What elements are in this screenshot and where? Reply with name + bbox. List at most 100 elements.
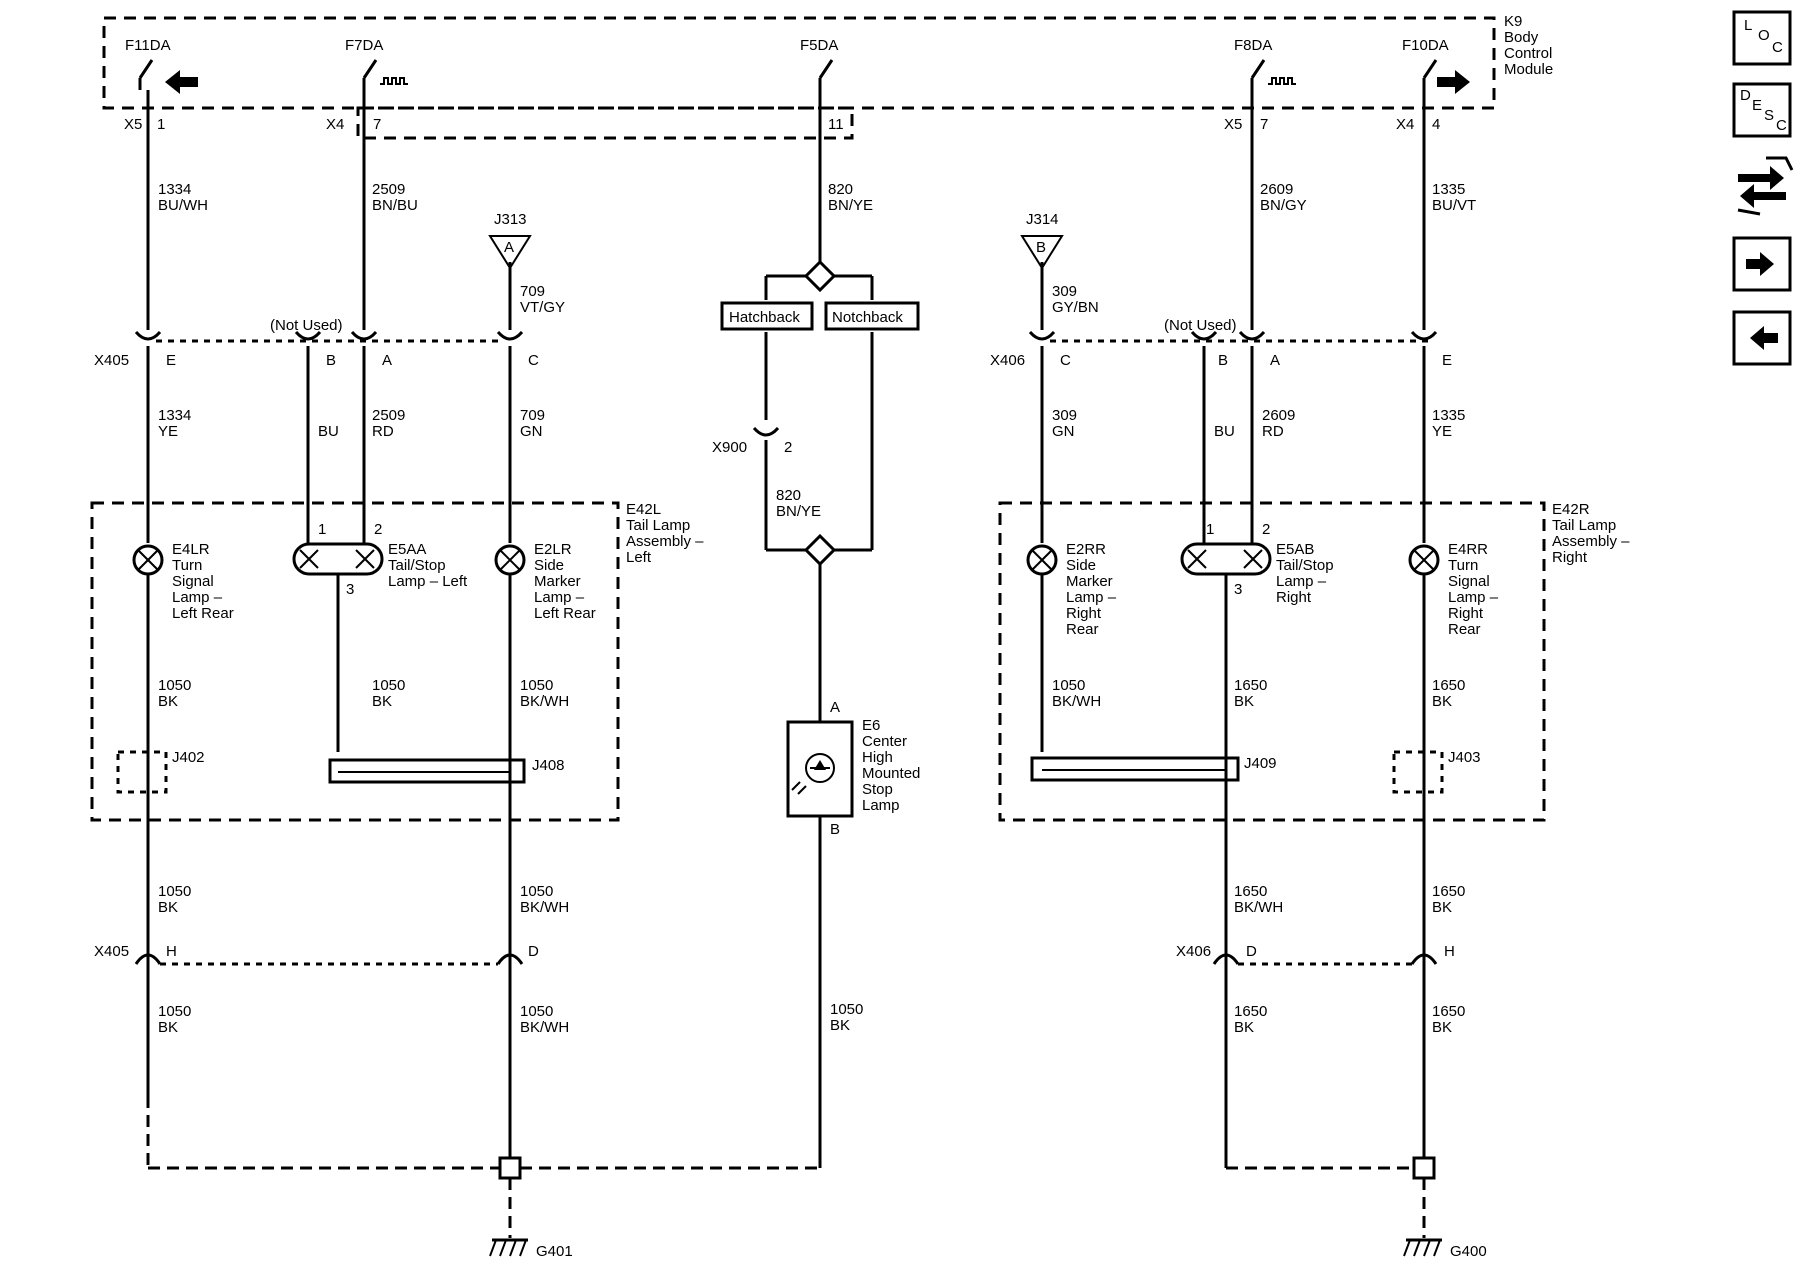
- svg-text:Lamp –: Lamp –: [534, 589, 585, 606]
- svg-text:Lamp –: Lamp –: [1448, 589, 1499, 606]
- splice-j409: [1030, 756, 1240, 782]
- upper-wires: 1334 BU/WH 2509 BN/BU 820 BN/YE 2609 BN/…: [146, 90, 1476, 330]
- splice-j314: J314 B 309 GY/BN: [1020, 211, 1099, 316]
- svg-text:C: C: [528, 352, 539, 369]
- svg-text:309: 309: [1052, 407, 1077, 424]
- splice-j313: J313 A 709 VT/GY: [488, 211, 565, 316]
- svg-text:H: H: [1444, 943, 1455, 960]
- svg-text:BK/WH: BK/WH: [520, 1019, 569, 1036]
- svg-text:Side: Side: [534, 557, 564, 574]
- bcm-name-1: Body: [1504, 29, 1539, 46]
- loc-button[interactable]: L O C: [1732, 10, 1792, 66]
- svg-text:Right: Right: [1448, 605, 1484, 622]
- svg-text:X406: X406: [1176, 943, 1211, 960]
- svg-text:E2RR: E2RR: [1066, 541, 1106, 558]
- svg-text:Left Rear: Left Rear: [534, 605, 596, 622]
- svg-text:Left Rear: Left Rear: [172, 605, 234, 622]
- svg-text:Tail/Stop: Tail/Stop: [1276, 557, 1334, 574]
- svg-text:BN/YE: BN/YE: [776, 503, 821, 520]
- chmsl-circuit: Hatchback Notchback X900 2 820 BN/YE A E…: [712, 259, 920, 1168]
- svg-text:BK: BK: [1432, 1019, 1452, 1036]
- svg-text:X5: X5: [1224, 116, 1242, 133]
- svg-text:G400: G400: [1450, 1243, 1487, 1260]
- option-hatchback: [720, 301, 814, 331]
- svg-text:1335: 1335: [1432, 181, 1465, 198]
- svg-text:C: C: [1772, 39, 1783, 56]
- bcm-ref: K9: [1504, 13, 1522, 30]
- body-control-module: K9 Body Control Module: [102, 13, 1553, 140]
- svg-text:1050: 1050: [830, 1001, 863, 1018]
- svg-text:1335: 1335: [1432, 407, 1465, 424]
- desc-button[interactable]: D E S C: [1732, 82, 1792, 138]
- svg-text:Lamp –: Lamp –: [172, 589, 223, 606]
- svg-text:BK: BK: [1432, 899, 1452, 916]
- svg-text:E5AA: E5AA: [388, 541, 426, 558]
- svg-text:2: 2: [784, 439, 792, 456]
- svg-text:Signal: Signal: [1448, 573, 1490, 590]
- svg-text:7: 7: [1260, 116, 1268, 133]
- svg-text:YE: YE: [158, 423, 178, 440]
- svg-text:BU: BU: [318, 423, 339, 440]
- svg-text:BU: BU: [1214, 423, 1235, 440]
- svg-text:1050: 1050: [1052, 677, 1085, 694]
- svg-text:1050: 1050: [520, 1003, 553, 1020]
- next-page-arrow-icon[interactable]: [1732, 236, 1792, 292]
- svg-text:Center: Center: [862, 733, 907, 750]
- svg-text:S: S: [1764, 107, 1774, 124]
- diagnostic-connector-icon[interactable]: [1737, 156, 1794, 216]
- option-notchback: [824, 301, 920, 331]
- svg-text:BU/WH: BU/WH: [158, 197, 208, 214]
- svg-text:1050: 1050: [158, 677, 191, 694]
- svg-text:Side: Side: [1066, 557, 1096, 574]
- svg-text:B: B: [830, 821, 840, 838]
- svg-text:BK: BK: [1432, 693, 1452, 710]
- svg-text:A: A: [504, 239, 514, 256]
- svg-text:1: 1: [318, 521, 326, 538]
- svg-text:X900: X900: [712, 439, 747, 456]
- bcm-name-2: Control: [1504, 45, 1552, 62]
- svg-text:High: High: [862, 749, 893, 766]
- svg-text:F5DA: F5DA: [800, 37, 838, 54]
- svg-text:C: C: [1776, 117, 1787, 134]
- svg-text:BK/WH: BK/WH: [1234, 899, 1283, 916]
- previous-page-arrow-icon[interactable]: [1732, 310, 1792, 366]
- svg-text:A: A: [382, 352, 392, 369]
- svg-text:E42L: E42L: [626, 501, 661, 518]
- svg-text:Lamp: Lamp: [862, 797, 900, 814]
- svg-text:2609: 2609: [1262, 407, 1295, 424]
- svg-text:Right: Right: [1552, 549, 1588, 566]
- svg-text:Left: Left: [626, 549, 652, 566]
- connector-x406-lower: 1650 BK/WH 1650 BK X406 D H 1650 BK 1650…: [1176, 883, 1465, 1036]
- svg-text:BK/WH: BK/WH: [520, 899, 569, 916]
- svg-text:GN: GN: [520, 423, 543, 440]
- svg-text:BK/WH: BK/WH: [1052, 693, 1101, 710]
- svg-text:1650: 1650: [1234, 1003, 1267, 1020]
- svg-text:7: 7: [373, 116, 381, 133]
- svg-text:3: 3: [346, 581, 354, 598]
- svg-text:2509: 2509: [372, 181, 405, 198]
- bcm-name-3: Module: [1504, 61, 1553, 78]
- svg-text:X405: X405: [94, 352, 129, 369]
- bulb-e5aa: 1 2 3 E5AA Tail/Stop Lamp – Left: [292, 521, 468, 598]
- svg-text:Tail Lamp: Tail Lamp: [1552, 517, 1616, 534]
- led-icon: [805, 753, 835, 783]
- svg-text:BK: BK: [158, 899, 178, 916]
- svg-text:Mounted: Mounted: [862, 765, 920, 782]
- svg-text:820: 820: [828, 181, 853, 198]
- arrow-left-icon: [165, 70, 198, 94]
- svg-text:Lamp –: Lamp –: [1066, 589, 1117, 606]
- svg-text:1650: 1650: [1432, 677, 1465, 694]
- svg-text:Rear: Rear: [1066, 621, 1099, 638]
- svg-text:D: D: [1740, 87, 1751, 104]
- svg-text:E5AB: E5AB: [1276, 541, 1314, 558]
- svg-text:1650: 1650: [1234, 677, 1267, 694]
- svg-text:Right: Right: [1066, 605, 1102, 622]
- svg-text:Tail Lamp: Tail Lamp: [626, 517, 690, 534]
- mid-wires-right: 309 GN BU 2609 RD 1335 YE: [1040, 346, 1465, 543]
- svg-text:(Not Used): (Not Used): [1164, 317, 1237, 334]
- svg-text:1050: 1050: [158, 883, 191, 900]
- svg-text:4: 4: [1432, 116, 1440, 133]
- svg-text:F11DA: F11DA: [125, 37, 171, 54]
- connector-x405: X405 (Not Used) E B A C: [94, 317, 539, 369]
